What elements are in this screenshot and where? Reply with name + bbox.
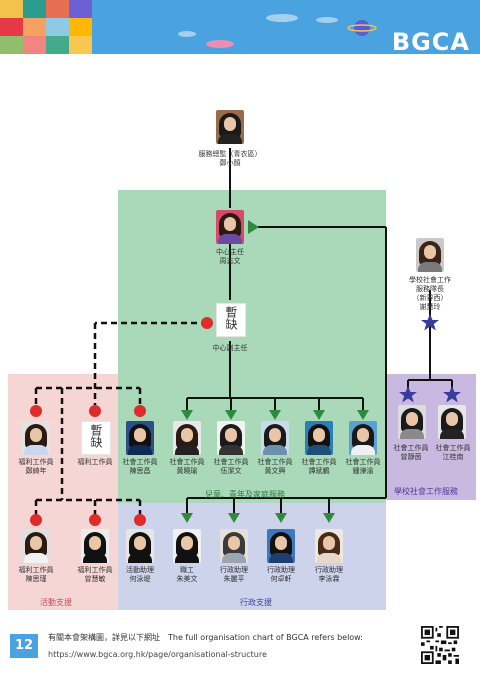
staff-title: 社會工作員 <box>169 458 205 466</box>
school-staff-caption: 社會工作員 曾靜茵 <box>394 444 429 462</box>
staff-title: 福利工作員 <box>18 458 54 466</box>
support-staff-caption: 福利工作員 曾慧敏 <box>78 566 113 584</box>
qr-code-icon[interactable] <box>421 626 459 664</box>
youth-staff-caption: 社會工作員 譚斌鵬 <box>302 458 337 476</box>
school-staff-photo <box>398 405 426 439</box>
staff-name: 陳思昌 <box>129 467 151 475</box>
youth-staff-caption: 社會工作員 黃曉瑜 <box>170 458 205 476</box>
staff-name: 何卓軒 <box>270 575 292 583</box>
youth-staff-photo <box>261 421 289 455</box>
activity-vacant-box: 暫缺 <box>81 421 111 455</box>
school-head-photo <box>416 238 444 272</box>
staff-title: 社會工作員 <box>213 458 249 466</box>
activity-staff-caption: 社會工作員 陳思昌 <box>123 458 158 476</box>
staff-name: 譚斌鵬 <box>308 467 330 475</box>
staff-title: 社會工作員 <box>257 458 293 466</box>
school-staff-photo <box>438 405 466 439</box>
admin-staff-photo <box>173 529 201 563</box>
support-staff-caption: 活動助理 何泳堤 <box>126 566 154 584</box>
color-mosaic <box>0 0 92 54</box>
support-staff-photo <box>81 529 109 563</box>
youth-family-label: 兒童、青年及家庭服務 <box>205 490 285 499</box>
admin-staff-caption: 行政助理 何卓軒 <box>267 566 295 584</box>
staff-title: 社會工作員 <box>393 444 429 452</box>
staff-name: 朱美文 <box>176 575 198 583</box>
activity-vacant-title: 福利工作員 <box>77 458 113 466</box>
center-head-caption: 中心主任 周志文 <box>216 248 244 266</box>
activity-staff-caption: 福利工作員 鄭綺年 <box>19 458 54 476</box>
page-header: BGCA <box>0 0 480 54</box>
staff-title: 活動助理 <box>126 566 154 574</box>
staff-name: 黃曉瑜 <box>176 467 198 475</box>
youth-staff-photo <box>305 421 333 455</box>
staff-name: 曾靜茵 <box>400 453 422 461</box>
staff-name: 鍾濼渝 <box>352 467 374 475</box>
staff-title: 福利工作員 <box>18 566 54 574</box>
youth-staff-photo <box>217 421 245 455</box>
staff-name: 朱麗平 <box>223 575 245 583</box>
center-head-title: 中心主任 <box>216 248 244 256</box>
support-staff-caption: 福利工作員 陳思瑾 <box>19 566 54 584</box>
staff-title: 社會工作員 <box>345 458 381 466</box>
brand-logo: BGCA <box>391 28 470 54</box>
admin-staff-photo <box>220 529 248 563</box>
school-head-caption: 學校社會工作 服務隊長 （新界西） 謝慧玲 <box>409 276 451 312</box>
page-number: 12 <box>10 634 38 658</box>
staff-name: 鄭綺年 <box>25 467 47 475</box>
activity-support-label: 活動支援 <box>40 598 72 607</box>
staff-title: 福利工作員 <box>77 566 113 574</box>
school-head-line2: 服務隊長 <box>416 285 444 293</box>
deputy-title: 中心副主任 <box>212 344 248 352</box>
admin-support-label: 行政支援 <box>240 598 272 607</box>
admin-staff-caption: 職工 朱美文 <box>177 566 198 584</box>
youth-staff-photo <box>349 421 377 455</box>
staff-title: 社會工作員 <box>435 444 471 452</box>
director-name: 鄭小顏 <box>219 159 241 167</box>
activity-staff-photo <box>22 421 50 455</box>
sky-decoration <box>178 14 377 48</box>
staff-title: 社會工作員 <box>301 458 337 466</box>
deputy-vacant-box: 暫缺 <box>216 303 246 337</box>
director-caption: 服務總監（青衣區） 鄭小顏 <box>199 150 262 168</box>
admin-staff-photo <box>267 529 295 563</box>
staff-name: 何泳堤 <box>129 575 151 583</box>
youth-staff-photo <box>173 421 201 455</box>
staff-name: 江桂南 <box>442 453 464 461</box>
footer-note: 有關本會架構圖，詳見以下網址 The full organisation cha… <box>48 633 363 642</box>
staff-title: 職工 <box>180 566 194 574</box>
activity-vacant-text: 暫缺 <box>89 424 103 448</box>
youth-staff-caption: 社會工作員 鍾濼渝 <box>346 458 381 476</box>
staff-name: 陳思瑾 <box>25 575 47 583</box>
footer-link[interactable]: https://www.bgca.org.hk/page/organisatio… <box>48 650 267 659</box>
school-head-line1: 學校社會工作 <box>409 276 451 284</box>
director-title: 服務總監（青衣區） <box>198 150 262 158</box>
deputy-vacant-text: 暫缺 <box>224 306 238 330</box>
activity-staff-photo <box>126 421 154 455</box>
staff-name: 曾慧敏 <box>84 575 106 583</box>
support-staff-photo <box>22 529 50 563</box>
school-head-line3: （新界西） <box>412 294 448 302</box>
staff-title: 社會工作員 <box>122 458 158 466</box>
admin-staff-caption: 行政助理 李泳霖 <box>315 566 343 584</box>
admin-staff-photo <box>315 529 343 563</box>
school-head-name: 謝慧玲 <box>419 303 441 311</box>
admin-staff-caption: 行政助理 朱麗平 <box>220 566 248 584</box>
staff-name: 李泳霖 <box>318 575 340 583</box>
staff-title: 行政助理 <box>315 566 343 574</box>
support-staff-photo <box>126 529 154 563</box>
center-head-photo <box>216 210 244 244</box>
school-service-label: 學校社會工作服務 <box>394 487 458 496</box>
school-staff-caption: 社會工作員 江桂南 <box>436 444 471 462</box>
director-photo <box>216 110 244 144</box>
center-head-name: 周志文 <box>219 257 241 265</box>
staff-name: 伍潔文 <box>220 467 242 475</box>
youth-family-region <box>118 190 386 503</box>
staff-title: 行政助理 <box>267 566 295 574</box>
staff-name: 黃文興 <box>264 467 286 475</box>
youth-staff-caption: 社會工作員 伍潔文 <box>214 458 249 476</box>
staff-title: 行政助理 <box>220 566 248 574</box>
youth-staff-caption: 社會工作員 黃文興 <box>258 458 293 476</box>
